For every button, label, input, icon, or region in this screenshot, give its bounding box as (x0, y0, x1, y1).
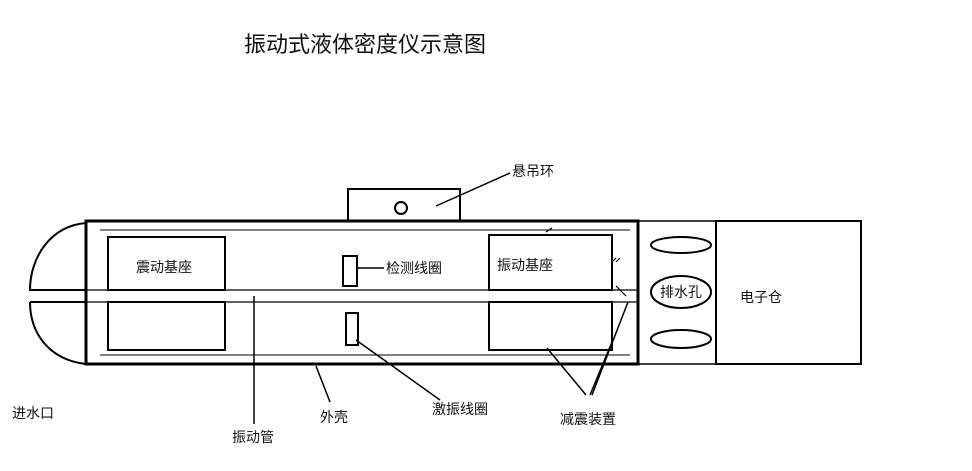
diagram-title: 振动式液体密度仪示意图 (244, 33, 486, 58)
electronics-bay (715, 220, 862, 365)
vibration-base-right-lower (488, 301, 613, 351)
damping-spring-top-left (545, 227, 553, 233)
drain-hole-lower (650, 329, 712, 349)
electronics-bay-label: 电子仓 (740, 290, 782, 306)
outer-shell-leader (315, 365, 331, 403)
damping-device-label: 减震装置 (560, 412, 616, 428)
drain-hole-upper (650, 236, 712, 254)
vibration-base-left-label: 震动基座 (136, 259, 192, 276)
drain-hole-middle (650, 275, 712, 309)
outer-shell (84, 219, 640, 366)
hanging-ring-hole (394, 201, 408, 215)
water-inlet-label: 进水口 (12, 406, 54, 422)
vibration-base-right-upper (488, 234, 613, 291)
damping-leader-3 (591, 301, 629, 396)
detection-coil-label: 检测线圈 (386, 261, 442, 277)
vibration-base-left-upper (107, 236, 226, 291)
hanging-ring-mount (347, 188, 461, 222)
drain-hole-label: 排水孔 (660, 285, 702, 301)
inlet-dome-bottom (29, 301, 87, 365)
hanging-ring-label: 悬吊环 (512, 164, 554, 180)
damping-spring-mid (615, 285, 627, 297)
excitation-coil-leader (355, 339, 441, 401)
vibration-base-left-lower (107, 301, 226, 351)
inlet-dome-top (28, 222, 87, 291)
hanging-ring-leader (435, 172, 511, 207)
outer-shell-label: 外壳 (320, 409, 348, 426)
vibration-base-right-label: 振动基座 (497, 257, 553, 274)
excitation-coil (345, 312, 359, 346)
damping-leader-1 (546, 347, 587, 396)
vibration-tube-label: 振动管 (232, 430, 274, 446)
damping-spring-upper (611, 257, 621, 263)
detection-coil (342, 255, 358, 287)
excitation-coil-label: 激振线圈 (432, 401, 488, 418)
